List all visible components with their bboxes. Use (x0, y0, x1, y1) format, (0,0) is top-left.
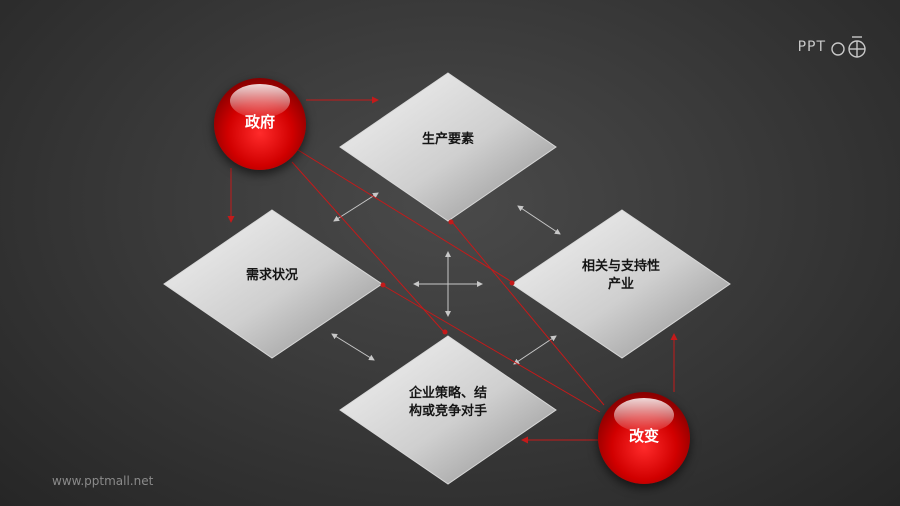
chance-to-production-line (451, 221, 605, 406)
government-sphere: 政府 (214, 78, 306, 170)
gov-to-strategy-line (291, 161, 445, 333)
junction-dot (509, 280, 515, 286)
junction-dot (442, 329, 448, 335)
label-firm-strategy-line1: 企业策略、结 (408, 386, 487, 401)
footer-url: www.pptmall.net (52, 474, 154, 488)
ppt-logo: PPT (798, 34, 870, 60)
label-related-industries: 相关与支持性 产业 (546, 258, 696, 294)
government-label: 政府 (244, 113, 275, 131)
chance-sphere: 改变 (598, 392, 690, 484)
label-production-factors: 生产要素 (421, 132, 474, 147)
sphere-gloss (614, 398, 674, 432)
junction-dot (448, 219, 454, 225)
junction-dot (380, 282, 386, 288)
label-firm-strategy-line2: 构或竞争对手 (408, 404, 487, 419)
label-demand-conditions: 需求状况 (245, 268, 298, 283)
logo-mark-icon (831, 36, 866, 58)
chance-to-demand-line (383, 285, 601, 413)
label-related-industries-line1: 相关与支持性 (581, 259, 660, 274)
diamond-demand-conditions (163, 209, 383, 359)
arrow-related-strategy (513, 335, 557, 365)
diamond-firm-strategy (339, 335, 557, 485)
gov-to-related-line (297, 149, 513, 283)
diamond-production-factors (339, 72, 557, 222)
label-firm-strategy: 企业策略、结 构或竞争对手 (373, 385, 523, 421)
arrow-production-demand (333, 192, 379, 222)
chance-label: 改变 (628, 427, 659, 445)
logo-text: PPT (797, 39, 826, 55)
label-related-industries-line2: 产业 (607, 277, 634, 292)
arrow-demand-strategy (331, 333, 375, 361)
diamond-related-industries (511, 209, 731, 359)
sphere-gloss (230, 84, 290, 118)
arrow-production-related (517, 205, 561, 235)
